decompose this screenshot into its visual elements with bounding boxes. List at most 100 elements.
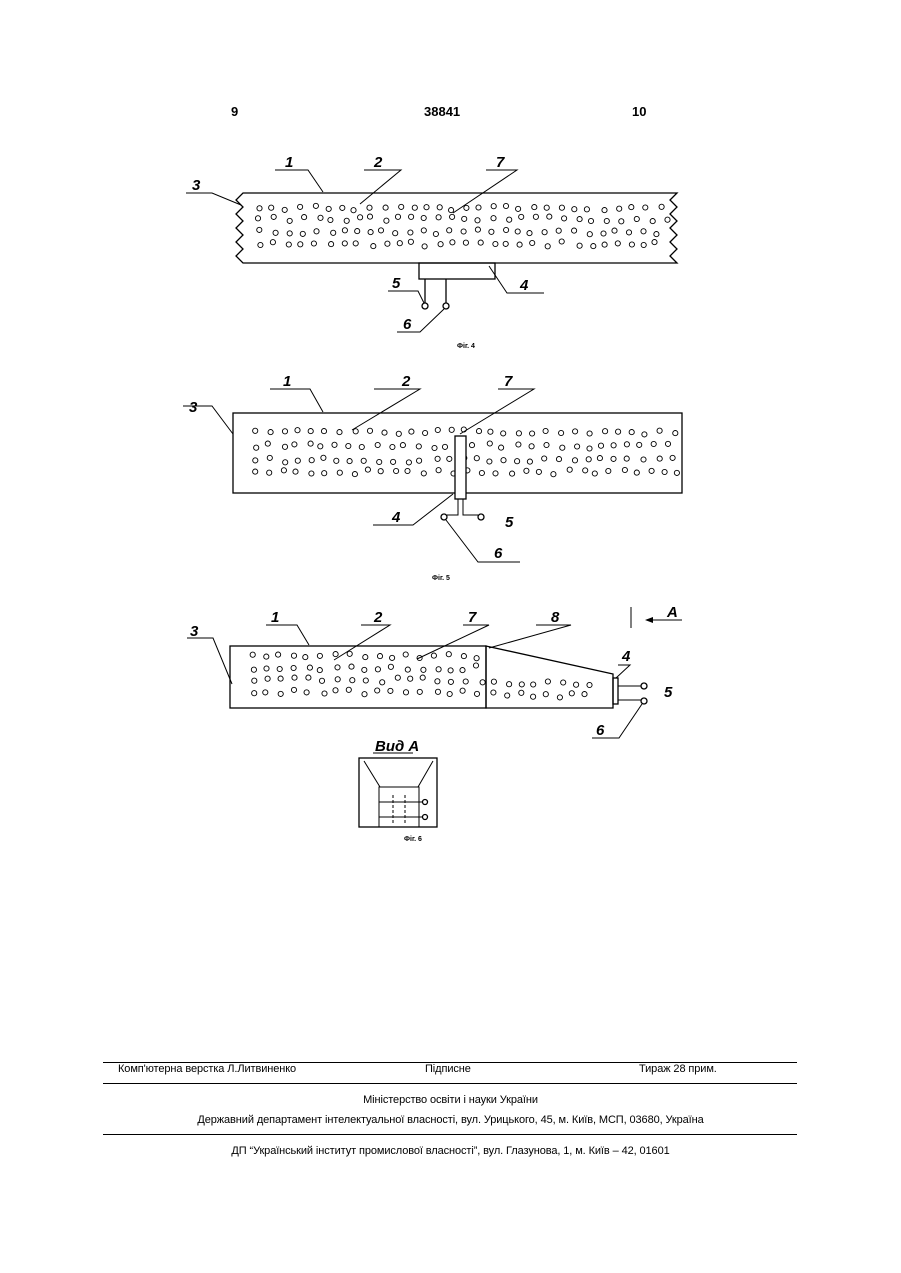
- hole-mark: [624, 442, 629, 447]
- fig4-label-7: 7: [496, 154, 505, 171]
- hole-mark: [388, 664, 393, 669]
- view-a-terminal-lower: [423, 815, 428, 820]
- hole-mark: [286, 242, 291, 247]
- hole-mark: [308, 429, 313, 434]
- footer-layout-credit: Комп'ютерна верстка Л.Литвиненко: [118, 1063, 296, 1075]
- hole-mark: [586, 457, 591, 462]
- hole-mark: [334, 458, 339, 463]
- hole-mark: [375, 442, 380, 447]
- hole-mark: [390, 655, 395, 660]
- hole-mark: [252, 691, 257, 696]
- hole-mark: [641, 229, 646, 234]
- hole-mark: [435, 689, 440, 694]
- hole-mark: [391, 459, 396, 464]
- hole-mark: [313, 203, 318, 208]
- hole-mark: [435, 427, 440, 432]
- hole-mark: [642, 432, 647, 437]
- hole-mark: [335, 665, 340, 670]
- hole-mark: [559, 205, 564, 210]
- hole-mark: [358, 215, 363, 220]
- hole-mark: [329, 242, 334, 247]
- hole-mark: [375, 688, 380, 693]
- hole-mark: [355, 229, 360, 234]
- hole-mark: [342, 228, 347, 233]
- hole-mark: [519, 690, 524, 695]
- hole-mark: [377, 654, 382, 659]
- hole-mark: [447, 228, 452, 233]
- hole-mark: [397, 241, 402, 246]
- hole-mark: [622, 467, 627, 472]
- fig4-terminal-5: [422, 303, 428, 309]
- fig6-tapered-cover: [486, 646, 613, 708]
- hole-mark: [487, 441, 492, 446]
- hole-mark: [551, 472, 556, 477]
- hole-mark: [560, 445, 565, 450]
- hole-mark: [572, 207, 577, 212]
- hole-mark: [416, 444, 421, 449]
- fig6-caption: Фіг. 6: [404, 835, 422, 843]
- hole-mark: [409, 429, 414, 434]
- hole-mark: [394, 468, 399, 473]
- hole-mark: [530, 431, 535, 436]
- hole-mark: [602, 208, 607, 213]
- hole-mark: [584, 207, 589, 212]
- hole-mark: [611, 456, 616, 461]
- fig4-terminal-6: [443, 303, 449, 309]
- hole-mark: [442, 444, 447, 449]
- hole-mark: [544, 205, 549, 210]
- hole-mark: [463, 240, 468, 245]
- hole-mark: [556, 457, 561, 462]
- hole-mark: [449, 427, 454, 432]
- hole-mark: [519, 682, 524, 687]
- hole-mark: [431, 653, 436, 658]
- hole-mark: [493, 241, 498, 246]
- hole-mark: [478, 240, 483, 245]
- hole-mark: [634, 470, 639, 475]
- hole-mark: [462, 216, 467, 221]
- hole-mark: [476, 205, 481, 210]
- hole-mark: [629, 430, 634, 435]
- hole-mark: [516, 442, 521, 447]
- fig4-label-6: 6: [403, 316, 412, 333]
- hole-mark: [268, 430, 273, 435]
- hole-mark: [377, 459, 382, 464]
- hole-mark: [332, 442, 337, 447]
- fig5-terminal-6: [441, 514, 447, 520]
- hole-mark: [318, 444, 323, 449]
- hole-mark: [412, 205, 417, 210]
- hole-mark: [619, 219, 624, 224]
- hole-mark: [561, 680, 566, 685]
- footer-rule-middle: [103, 1083, 797, 1084]
- footer-subscribed: Підписне: [425, 1063, 471, 1075]
- hole-mark: [400, 443, 405, 448]
- fig6-label-6: 6: [596, 722, 605, 739]
- hole-mark: [574, 682, 579, 687]
- figure-4: [186, 170, 677, 332]
- hole-mark: [476, 429, 481, 434]
- hole-mark: [352, 472, 357, 477]
- hole-mark: [562, 216, 567, 221]
- hole-mark: [265, 676, 270, 681]
- hole-mark: [487, 459, 492, 464]
- hole-mark: [557, 695, 562, 700]
- hole-mark: [587, 682, 592, 687]
- hole-mark: [408, 230, 413, 235]
- hole-mark: [516, 206, 521, 211]
- hole-mark: [641, 242, 646, 247]
- hole-mark: [253, 469, 258, 474]
- hole-mark: [306, 675, 311, 680]
- hole-mark: [390, 444, 395, 449]
- hole-mark: [450, 214, 455, 219]
- hole-mark: [267, 470, 272, 475]
- patent-drawings: 1 2 7 3 4 5 6 Фіг. 4 1 2 7 3 4 5 6 Фіг. …: [0, 0, 901, 900]
- hole-mark: [384, 218, 389, 223]
- hole-mark: [461, 654, 466, 659]
- hole-mark: [547, 214, 552, 219]
- hole-mark: [626, 230, 631, 235]
- hole-mark: [317, 653, 322, 658]
- fig6-label-4: 4: [621, 648, 631, 665]
- hole-mark: [643, 205, 648, 210]
- hole-mark: [322, 471, 327, 476]
- hole-mark: [649, 468, 654, 473]
- hole-mark: [276, 652, 281, 657]
